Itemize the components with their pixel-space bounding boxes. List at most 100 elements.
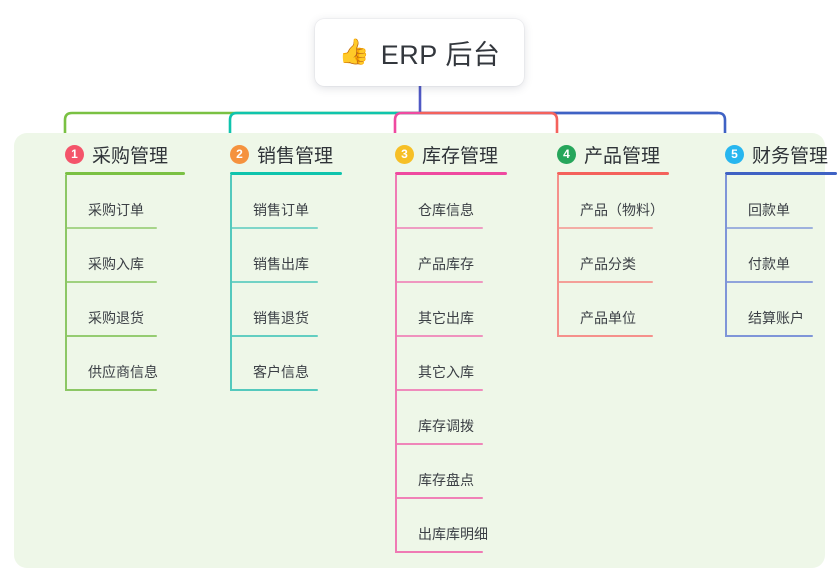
branch-item[interactable]: 回款单 — [700, 175, 837, 229]
branch-item-underline — [395, 281, 483, 283]
branch-item[interactable]: 销售出库 — [205, 229, 342, 283]
branch-item-underline — [65, 335, 157, 337]
branch-item-underline — [230, 227, 318, 229]
branch-item-underline — [557, 281, 653, 283]
branch-item-label: 其它入库 — [418, 364, 474, 380]
branch-item[interactable]: 采购退货 — [40, 283, 185, 337]
branch-spine — [557, 175, 559, 337]
branch-item-label: 产品单位 — [580, 310, 636, 326]
branch-item[interactable]: 产品（物料） — [532, 175, 669, 229]
branch-item[interactable]: 销售退货 — [205, 283, 342, 337]
branch-item[interactable]: 采购订单 — [40, 175, 185, 229]
branch-item[interactable]: 采购入库 — [40, 229, 185, 283]
branch-item-label: 销售出库 — [253, 256, 309, 272]
branch-item[interactable]: 其它入库 — [370, 337, 507, 391]
branch-item-label: 采购入库 — [88, 256, 144, 272]
branch-spine — [725, 175, 727, 337]
branch-underline — [725, 172, 837, 175]
branch-item[interactable]: 产品分类 — [532, 229, 669, 283]
branch-item-label: 采购退货 — [88, 310, 144, 326]
branch-items: 仓库信息产品库存其它出库其它入库库存调拨库存盘点出库库明细 — [370, 175, 507, 553]
branch-item-label: 出库库明细 — [418, 526, 488, 542]
branch-item-underline — [725, 281, 813, 283]
branch-title: 库存管理 — [422, 145, 499, 167]
branch-item-label: 库存盘点 — [418, 472, 474, 488]
branch-item[interactable]: 其它出库 — [370, 283, 507, 337]
branch-item[interactable]: 付款单 — [700, 229, 837, 283]
branch-underline — [557, 172, 669, 175]
branch-item[interactable]: 产品库存 — [370, 229, 507, 283]
branch-item-underline — [725, 227, 813, 229]
branch-column-2: 2 销售管理销售订单销售出库销售退货客户信息 — [205, 141, 342, 391]
branch-title: 采购管理 — [92, 145, 169, 167]
branch-item-label: 采购订单 — [88, 202, 144, 218]
branch-items: 采购订单采购入库采购退货供应商信息 — [40, 175, 185, 391]
branch-item-underline — [65, 281, 157, 283]
branch-header-1[interactable]: 1 采购管理 — [40, 141, 185, 167]
branch-item-underline — [230, 335, 318, 337]
branch-item-label: 供应商信息 — [88, 364, 158, 380]
branch-item[interactable]: 出库库明细 — [370, 499, 507, 553]
branch-item-label: 结算账户 — [748, 310, 804, 326]
branch-header-4[interactable]: 4 产品管理 — [532, 141, 669, 167]
branch-item-label: 付款单 — [748, 256, 790, 272]
branch-header-5[interactable]: 5 财务管理 — [700, 141, 837, 167]
root-node[interactable]: 👍 ERP 后台 — [315, 19, 524, 86]
branch-item-underline — [557, 227, 653, 229]
branch-item[interactable]: 客户信息 — [205, 337, 342, 391]
branch-item-underline — [395, 443, 483, 445]
branch-item-label: 销售订单 — [253, 202, 309, 218]
branch-item[interactable]: 仓库信息 — [370, 175, 507, 229]
branch-item-label: 客户信息 — [253, 364, 309, 380]
branch-item[interactable]: 销售订单 — [205, 175, 342, 229]
branch-item-label: 销售退货 — [253, 310, 309, 326]
branch-item-underline — [65, 227, 157, 229]
branch-item-underline — [230, 389, 318, 391]
root-node-content: 👍 ERP 后台 — [339, 33, 501, 72]
branch-items: 产品（物料） 产品分类产品单位 — [532, 175, 669, 337]
branch-item[interactable]: 库存调拨 — [370, 391, 507, 445]
branch-number-badge: 5 — [725, 144, 744, 164]
branch-item-underline — [65, 389, 157, 391]
branch-header-2[interactable]: 2 销售管理 — [205, 141, 342, 167]
root-title: ERP 后台 — [380, 40, 501, 70]
branch-title: 财务管理 — [752, 145, 829, 167]
branch-title: 产品管理 — [584, 145, 661, 167]
branch-item-underline — [395, 497, 483, 499]
branch-item-label: 产品（物料） — [580, 202, 664, 218]
branch-item[interactable]: 结算账户 — [700, 283, 837, 337]
branch-item-underline — [725, 335, 813, 337]
branch-item-label: 其它出库 — [418, 310, 474, 326]
branch-item-underline — [395, 389, 483, 391]
branch-items: 销售订单销售出库销售退货客户信息 — [205, 175, 342, 391]
branch-item-underline — [230, 281, 318, 283]
branch-underline — [395, 172, 507, 175]
branch-spine — [395, 175, 397, 553]
branch-item[interactable]: 库存盘点 — [370, 445, 507, 499]
branches-panel — [14, 133, 825, 568]
branch-column-4: 4 产品管理产品（物料） 产品分类产品单位 — [532, 141, 669, 337]
branch-item-underline — [557, 335, 653, 337]
branch-item-label: 产品库存 — [418, 256, 474, 272]
branch-number-badge: 4 — [557, 144, 576, 164]
branch-item[interactable]: 供应商信息 — [40, 337, 185, 391]
branch-item-underline — [395, 227, 483, 229]
branch-item[interactable]: 产品单位 — [532, 283, 669, 337]
branch-number-badge: 2 — [230, 144, 249, 164]
branch-spine — [65, 175, 67, 391]
branch-item-label: 回款单 — [748, 202, 790, 218]
branch-item-label: 库存调拨 — [418, 418, 474, 434]
branch-item-label: 产品分类 — [580, 256, 636, 272]
branch-number-badge: 1 — [65, 144, 84, 164]
branch-item-underline — [395, 551, 483, 553]
branch-underline — [65, 172, 185, 175]
branch-spine — [230, 175, 232, 391]
branch-column-5: 5 财务管理回款单付款单结算账户 — [700, 141, 837, 337]
branch-title: 销售管理 — [257, 145, 334, 167]
branch-item-underline — [395, 335, 483, 337]
branch-item-label: 仓库信息 — [418, 202, 474, 218]
branch-items: 回款单付款单结算账户 — [700, 175, 837, 337]
